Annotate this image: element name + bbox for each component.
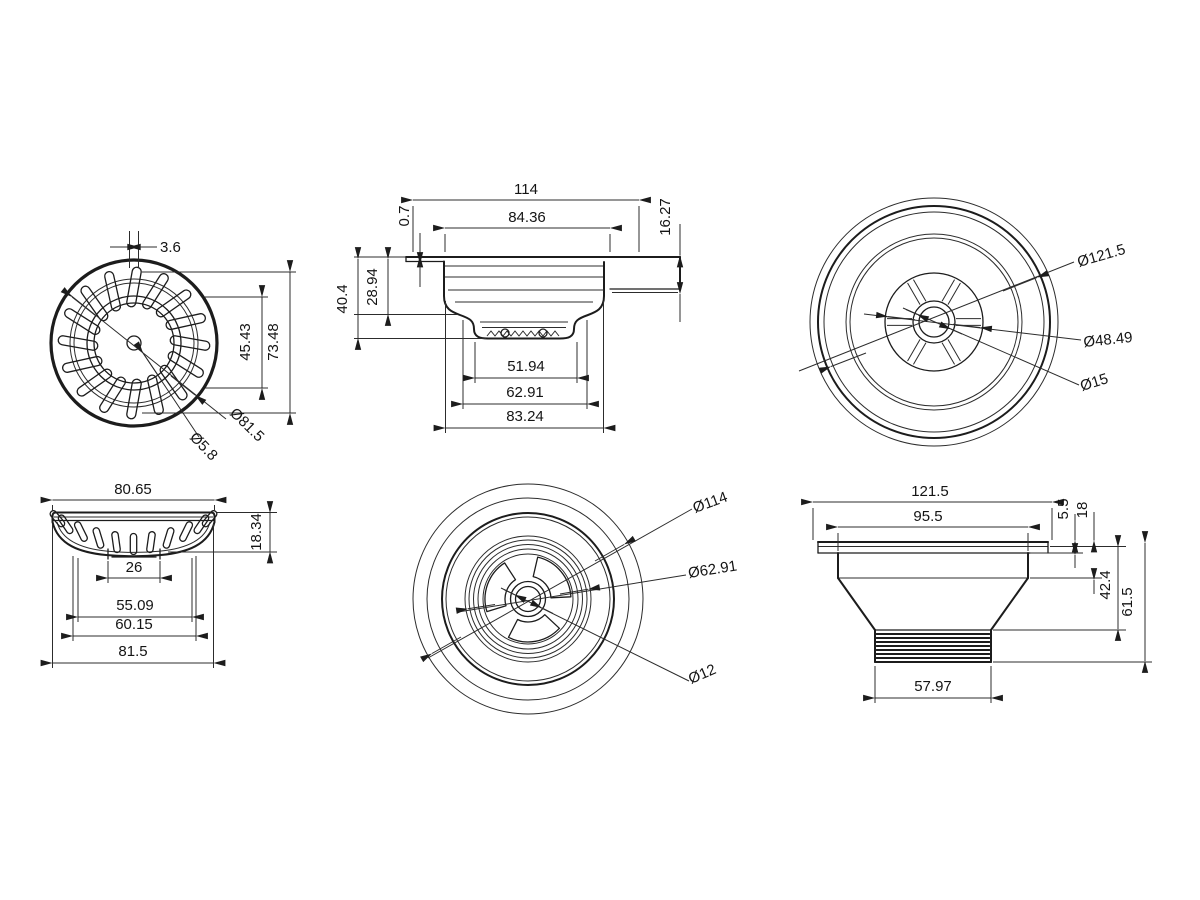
dim-label-hub-dia: Ø48.49 bbox=[1083, 329, 1134, 351]
dim-label-thread-width: 57.97 bbox=[914, 678, 952, 695]
basket-mesh-section bbox=[486, 328, 560, 338]
view-basket-side: 80.65 18.34 26 55.09 60.15 81.5 bbox=[40, 481, 277, 668]
view-flange-section: 114 84.36 0.7 16.27 28.94 40.4 51.94 62.… bbox=[334, 181, 684, 433]
basket-slots bbox=[56, 265, 212, 421]
dim-lip-height: 16.27 bbox=[657, 198, 684, 322]
dim-label-flange-thickness: 5.5 bbox=[1055, 499, 1072, 520]
view-basket-top: 3.6 45.43 73.48 Ø81.5 Ø5.8 bbox=[49, 231, 296, 464]
body-cone bbox=[837, 577, 1029, 631]
hub-circle bbox=[884, 272, 984, 372]
dim-label-center-dia: Ø15 bbox=[1078, 370, 1110, 395]
dim-label-rim-thickness: 0.7 bbox=[396, 206, 413, 227]
basket-dome-profile bbox=[51, 521, 216, 558]
dim-label-height: 18.34 bbox=[248, 513, 265, 551]
flange-opening-circle bbox=[441, 512, 615, 686]
dim-label-body-width: 95.5 bbox=[913, 508, 942, 525]
dim-label-top-inner-dia: Ø62.91 bbox=[687, 557, 738, 581]
leader-hub-dia: Ø48.49 bbox=[863, 311, 1134, 351]
dim-label-base-inner: 51.94 bbox=[507, 358, 545, 375]
leader-flange-outer-dia: Ø121.5 bbox=[798, 241, 1127, 374]
waste-grate-slots bbox=[484, 556, 572, 643]
basket-side-slots bbox=[49, 510, 218, 556]
dim-label-base-mid: 62.91 bbox=[506, 384, 544, 401]
basket-side-extension-lines bbox=[52, 505, 277, 668]
dim-label-neck-depth: 18 bbox=[1074, 502, 1091, 519]
dim-label-hole-dia: Ø5.8 bbox=[186, 429, 221, 464]
dim-rim-thickness: 0.7 bbox=[396, 206, 424, 287]
dim-label-top-outer-dia: Ø114 bbox=[691, 489, 730, 517]
flange-bowl-profile bbox=[443, 260, 605, 340]
dim-label-inner-span: 45.43 bbox=[237, 323, 254, 361]
section-extension-lines bbox=[354, 206, 640, 433]
dim-label-overall-width: 114 bbox=[514, 181, 538, 198]
dim-label-flange-outer-dia: Ø121.5 bbox=[1075, 241, 1127, 271]
dim-label-top-width: 80.65 bbox=[114, 481, 152, 498]
dim-label-hub-width: 26 bbox=[126, 559, 143, 576]
view-flange-top: Ø114 Ø62.91 Ø12 bbox=[412, 483, 738, 715]
view-body-side: 121.5 95.5 5.5 18 42.4 61.5 57.97 bbox=[801, 483, 1152, 703]
basket-outer-circle bbox=[49, 258, 219, 428]
dim-label-flange-width: 121.5 bbox=[911, 483, 949, 500]
leader-center-dia: Ø15 bbox=[902, 307, 1110, 395]
dim-label-overall-width: 81.5 bbox=[118, 643, 147, 660]
dim-label-slot-width: 3.6 bbox=[160, 239, 181, 256]
dim-flange-thickness: 5.5 bbox=[1055, 499, 1079, 568]
dim-label-outer-span: 73.48 bbox=[265, 323, 282, 361]
basket-rim-profile bbox=[51, 511, 216, 523]
dim-label-total-depth: 40.4 bbox=[334, 284, 351, 313]
dim-label-basket-dia: Ø81.5 bbox=[226, 405, 267, 446]
dim-label-lip-height: 16.27 bbox=[657, 198, 674, 236]
dim-label-body-width: 60.15 bbox=[115, 616, 153, 633]
thread-section bbox=[874, 629, 992, 663]
bowl-interior-lines bbox=[445, 265, 604, 328]
dim-neck-depth: 18 bbox=[1074, 502, 1098, 594]
flange-lip-right bbox=[609, 256, 681, 293]
basket-center-knob bbox=[107, 548, 161, 560]
dim-label-slot-span: 55.09 bbox=[116, 597, 154, 614]
dim-label-top-center-dia: Ø12 bbox=[686, 661, 719, 688]
body-extension-lines bbox=[812, 508, 1152, 703]
dim-label-opening-width: 84.36 bbox=[508, 209, 546, 226]
dim-label-overall-height: 61.5 bbox=[1119, 587, 1136, 616]
body-upper-walls bbox=[837, 552, 1029, 579]
flange-outer-circle bbox=[817, 205, 1051, 439]
dim-label-upper-depth: 28.94 bbox=[364, 268, 381, 306]
basket-center-hole bbox=[126, 335, 142, 351]
view-flange-bottom: Ø121.5 Ø48.49 Ø15 bbox=[798, 197, 1134, 447]
dim-label-cone-depth: 42.4 bbox=[1097, 570, 1114, 599]
dim-label-base-outer: 83.24 bbox=[506, 408, 544, 425]
